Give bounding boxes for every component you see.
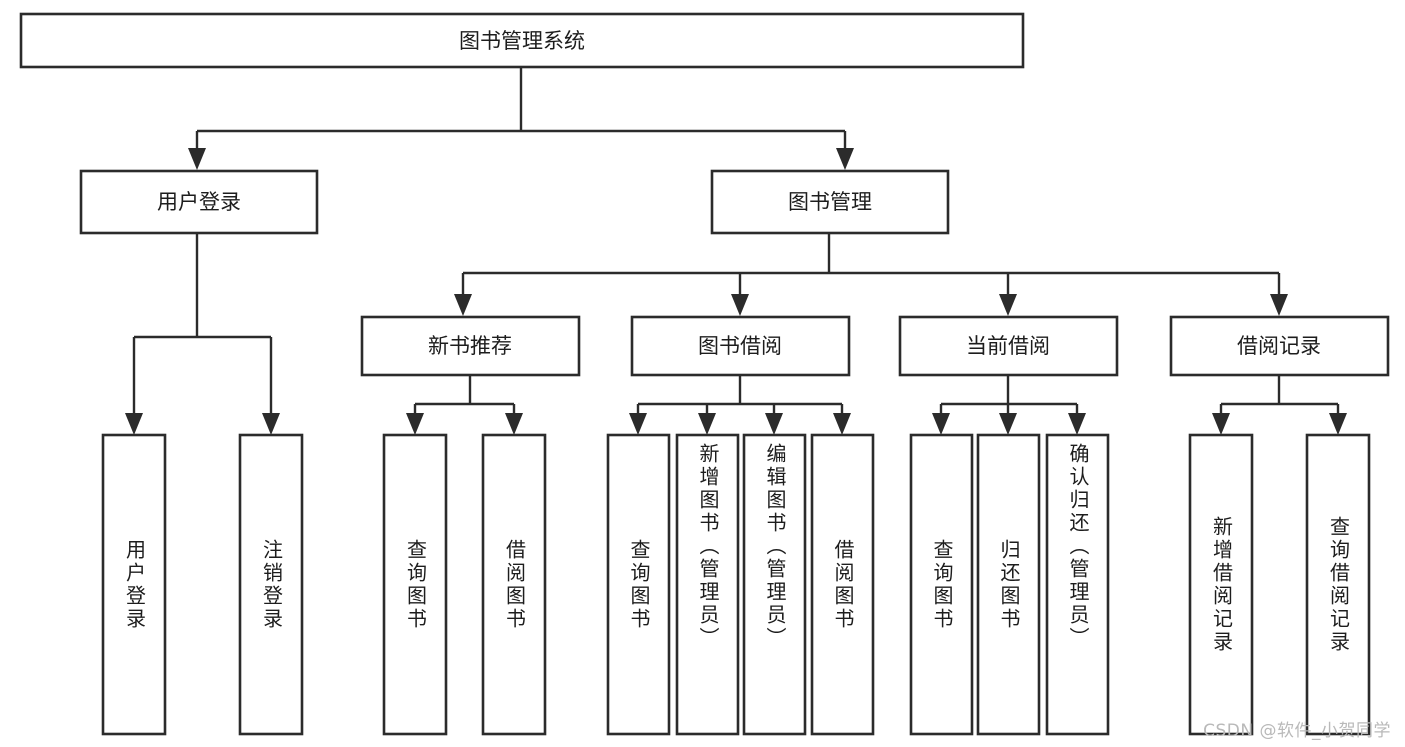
connector-bookborrow-to-leaves (629, 375, 851, 435)
node-leaf-edit-book[interactable] (742, 433, 807, 736)
arrow-icon (999, 413, 1017, 435)
node-leaf-query-book-3[interactable] (909, 433, 974, 736)
node-leaf-borrow-book-1[interactable] (481, 433, 547, 736)
arrow-icon (1329, 413, 1347, 435)
node-leaf-logout-login[interactable] (238, 433, 304, 736)
arrow-icon (1270, 294, 1288, 316)
arrow-icon (731, 294, 749, 316)
node-user-login-label: 用户登录 (157, 190, 241, 214)
node-borrow-record-label: 借阅记录 (1237, 334, 1321, 358)
arrow-icon (765, 413, 783, 435)
arrow-icon (836, 148, 854, 170)
arrow-icon (833, 413, 851, 435)
connector-userlogin-to-leaves (125, 233, 280, 435)
arrow-icon (698, 413, 716, 435)
node-leaf-add-borrow-record[interactable] (1188, 433, 1254, 736)
arrow-icon (125, 413, 143, 435)
arrow-icon (406, 413, 424, 435)
connector-root-to-level2 (188, 67, 854, 170)
connector-bookmgmt-to-level3 (454, 233, 1288, 316)
node-root-label: 图书管理系统 (459, 29, 585, 53)
arrow-icon (1212, 413, 1230, 435)
node-leaf-add-book[interactable] (675, 433, 740, 736)
arrow-icon (629, 413, 647, 435)
node-leaf-borrow-book-2[interactable] (810, 433, 875, 736)
node-new-book-recommend-label: 新书推荐 (428, 334, 512, 358)
connector-newbook-to-leaves (406, 375, 523, 435)
arrow-icon (188, 148, 206, 170)
node-leaf-user-login[interactable] (101, 433, 167, 736)
node-borrow-record[interactable] (1169, 315, 1390, 377)
arrow-icon (1068, 413, 1086, 435)
arrow-icon (999, 294, 1017, 316)
node-leaf-query-book-1[interactable] (382, 433, 448, 736)
node-root[interactable] (19, 12, 1025, 69)
node-leaf-confirm-return[interactable] (1045, 433, 1110, 736)
node-leaf-return-book[interactable] (976, 433, 1041, 736)
node-book-borrow[interactable] (630, 315, 851, 377)
node-book-management[interactable] (710, 169, 950, 235)
arrow-icon (454, 294, 472, 316)
node-leaf-query-borrow-record[interactable] (1305, 433, 1371, 736)
node-current-borrow-label: 当前借阅 (966, 334, 1050, 358)
arrow-icon (262, 413, 280, 435)
node-current-borrow[interactable] (898, 315, 1119, 377)
connector-borrowrecord-to-leaves (1212, 375, 1347, 435)
node-book-management-label: 图书管理 (788, 190, 872, 214)
node-book-borrow-label: 图书借阅 (698, 334, 782, 358)
connector-currentborrow-to-leaves (932, 375, 1086, 435)
node-leaf-query-book-2[interactable] (606, 433, 671, 736)
arrow-icon (505, 413, 523, 435)
node-new-book-recommend[interactable] (360, 315, 581, 377)
watermark-text: CSDN @软件_小贺同学 (1203, 721, 1391, 741)
node-user-login[interactable] (79, 169, 319, 235)
arrow-icon (932, 413, 950, 435)
